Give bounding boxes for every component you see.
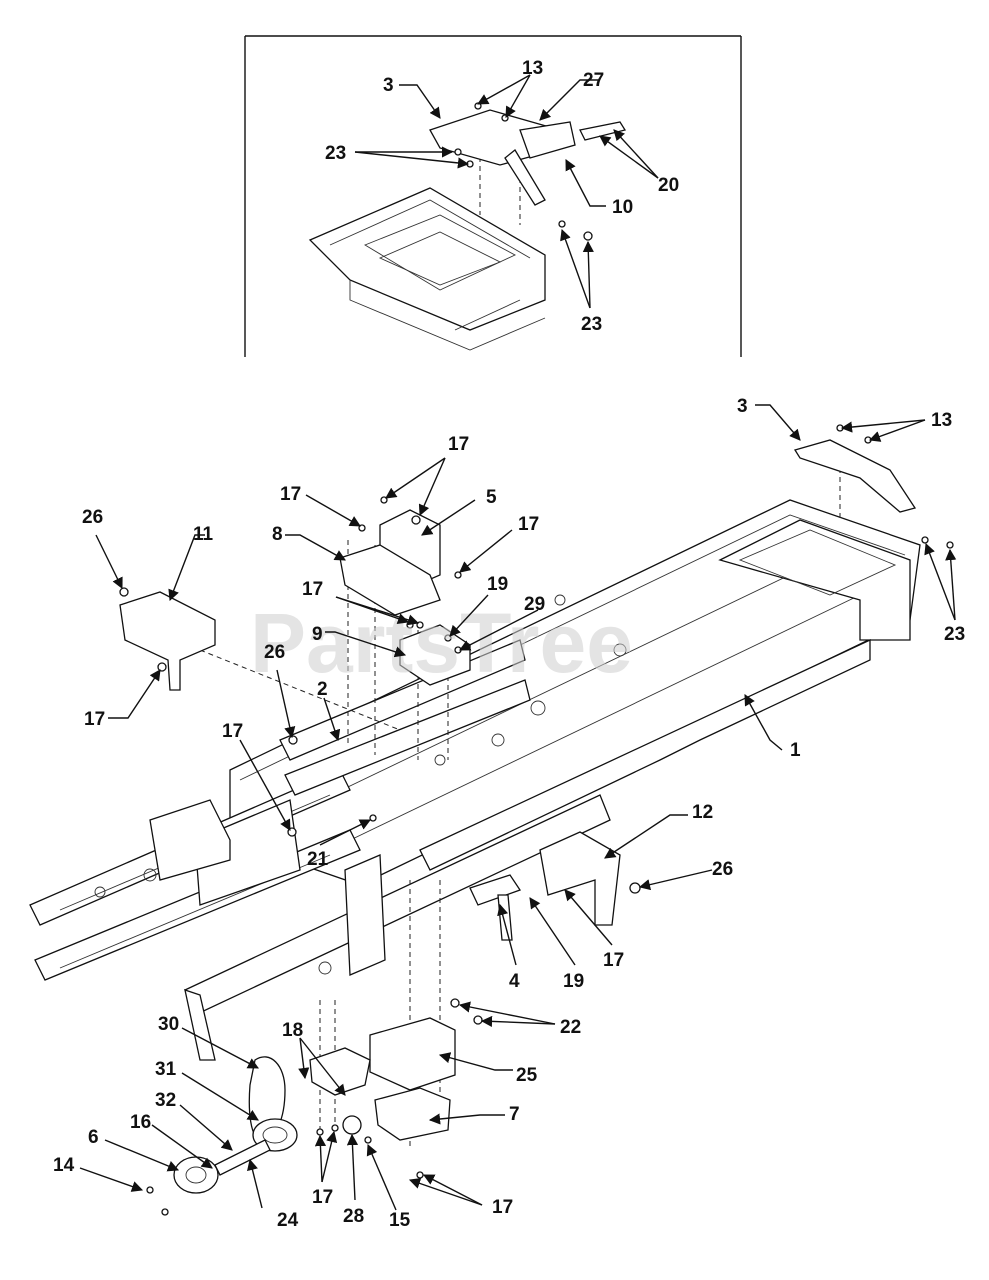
component-parts [119,424,954,1216]
leader-lines [79,74,957,1211]
callout-label: 31 [155,1059,177,1080]
callout-label: 26 [82,507,103,528]
callout-label: 6 [88,1127,99,1148]
callout-label: 23 [944,624,965,645]
callout-label: 26 [264,642,285,663]
callout-label: 23 [325,143,346,164]
callout-label: 19 [487,574,508,595]
partstree-watermark: PartsTree [250,596,633,690]
callout-label: 5 [486,487,497,508]
callout-label: 30 [158,1014,179,1035]
callout-label: 10 [612,197,633,218]
inset-frame-section [308,102,627,351]
callout-label: 17 [448,434,469,455]
callout-label: 23 [581,314,602,335]
inset-frame [244,35,742,357]
main-chassis-frame [29,450,921,1150]
callout-label: 29 [524,594,545,615]
callout-label: 17 [518,514,539,535]
callout-label: 17 [222,721,243,742]
frame-holes [94,594,627,975]
callout-label: 9 [312,624,323,645]
callout-label: 14 [53,1155,75,1176]
callout-label: 27 [583,70,604,91]
callout-label: 17 [84,709,105,730]
callout-label: 22 [560,1017,581,1038]
callout-label: 12 [692,802,713,823]
callout-label: 7 [509,1104,520,1125]
callout-label: 1 [790,740,801,761]
callout-label: 17 [603,950,624,971]
callout-label: 17 [312,1187,333,1208]
callout-label: 24 [277,1210,299,1231]
callout-label: 28 [343,1206,364,1227]
callout-label: 4 [509,971,520,992]
callout-label: 13 [522,58,543,79]
callout-labels: 3 13 27 23 20 10 23 3 13 23 17 17 5 17 8… [53,58,965,1231]
callout-label: 13 [931,410,952,431]
callout-label: 20 [658,175,679,196]
callout-label: 8 [272,524,283,545]
callout-label: 11 [193,524,214,545]
callout-label: 17 [492,1197,513,1218]
callout-label: 26 [712,859,733,880]
callout-label: 18 [282,1020,303,1041]
callout-label: 25 [516,1065,538,1086]
callout-label: 17 [302,579,323,600]
callout-label: 2 [317,679,328,700]
callout-label: 3 [383,75,394,96]
callout-label: 17 [280,484,301,505]
callout-label: 16 [130,1112,151,1133]
callout-label: 32 [155,1090,176,1111]
callout-label: 19 [563,971,584,992]
callout-label: 3 [737,396,748,417]
callout-label: 21 [307,849,329,870]
callout-label: 15 [389,1210,411,1231]
